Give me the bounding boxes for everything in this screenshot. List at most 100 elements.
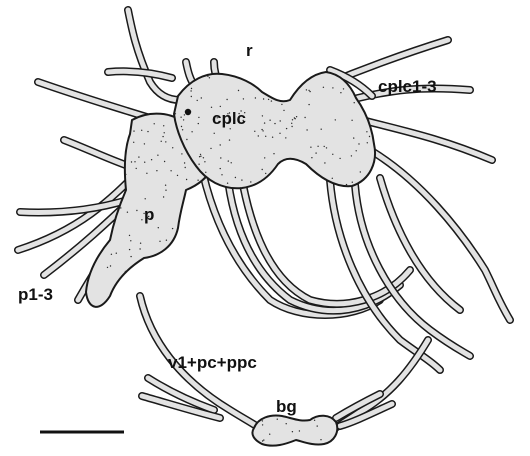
stipple-dot [294, 117, 295, 118]
stipple-dot [221, 174, 222, 175]
stipple-dot [261, 129, 262, 130]
stipple-dot [262, 440, 263, 441]
stipple-dot [262, 130, 263, 131]
stipple-dot [360, 171, 361, 172]
stipple-dot [198, 164, 199, 165]
stipple-dot [271, 100, 272, 101]
stipple-dot [154, 123, 155, 124]
stipple-dot [210, 148, 211, 149]
stipple-dot [159, 241, 160, 242]
stipple-dot [280, 120, 281, 121]
stipple-dot [168, 114, 169, 115]
stipple-dot [163, 125, 164, 126]
stipple-dot [269, 434, 270, 435]
stipple-dot [228, 160, 229, 161]
stipple-dot [156, 170, 157, 171]
stipple-dot [198, 123, 199, 124]
stipple-dot [366, 131, 367, 132]
stipple-dot [220, 144, 221, 145]
stipple-dot [263, 439, 264, 440]
stipple-dot [182, 129, 183, 130]
stipple-dot [351, 120, 352, 121]
stipple-dot [147, 131, 148, 132]
stipple-dot [107, 267, 108, 268]
stipple-dot [332, 154, 333, 155]
stipple-dot [158, 227, 159, 228]
stipple-dot [265, 173, 266, 174]
stipple-dot [145, 198, 146, 199]
stipple-dot [214, 133, 215, 134]
stipple-dot [144, 162, 145, 163]
stipple-dot [274, 99, 275, 100]
nerve-fibres [18, 10, 510, 430]
stipple-dot [146, 173, 147, 174]
stipple-dot [129, 235, 130, 236]
stipple-dot [190, 90, 191, 91]
stipple-dot [306, 89, 307, 90]
stipple-dot [264, 122, 265, 123]
stipple-dot [306, 129, 307, 130]
stipple-dot [292, 119, 293, 120]
stipple-dot [324, 146, 325, 147]
stipple-dot [184, 114, 185, 115]
stipple-dot [161, 141, 162, 142]
stipple-dot [227, 183, 228, 184]
buccal-ganglia [252, 416, 337, 446]
stipple-dot [356, 150, 357, 151]
stipple-dot [314, 420, 315, 421]
stipple-dot [291, 126, 292, 127]
stipple-dot [311, 157, 312, 158]
stipple-dot [281, 104, 282, 105]
stipple-dot [269, 120, 270, 121]
stipple-dot [265, 136, 266, 137]
stipple-dot [367, 142, 368, 143]
stipple-dot [200, 156, 201, 157]
stipple-dot [131, 161, 132, 162]
stipple-dot [231, 162, 232, 163]
stipple-dot [129, 249, 130, 250]
nerve-pedal-5-core [64, 140, 134, 168]
stipple-dot [186, 179, 187, 180]
stipple-dot [191, 96, 192, 97]
stipple-dot [130, 240, 131, 241]
stipple-dot [141, 130, 142, 131]
stipple-dot [277, 419, 278, 420]
stipple-dot [220, 168, 221, 169]
stipple-dot [296, 116, 297, 117]
stipple-dot [170, 170, 171, 171]
stipple-dot [324, 162, 325, 163]
stipple-dot [346, 184, 347, 185]
stipple-dot [272, 137, 273, 138]
label-bg: bg [276, 397, 297, 416]
stipple-dot [358, 143, 359, 144]
cerebropleural-ganglion [174, 72, 375, 188]
stipple-dot [120, 207, 121, 208]
stipple-dot [326, 147, 327, 148]
stipple-dot [207, 76, 208, 77]
stipple-dot [220, 157, 221, 158]
stipple-dot [183, 119, 184, 120]
stipple-dot [310, 147, 311, 148]
stipple-dot [201, 97, 202, 98]
stipple-dot [125, 271, 126, 272]
stipple-dot [111, 254, 112, 255]
stipple-dot [286, 423, 287, 424]
stipple-dot [262, 420, 263, 421]
stipple-dot [274, 123, 275, 124]
stipple-dot [197, 180, 198, 181]
eye-spot [185, 109, 191, 115]
stipple-dot [321, 129, 322, 130]
stipple-dot [200, 154, 201, 155]
stipple-dot [163, 196, 164, 197]
stipple-dot [258, 135, 259, 136]
stipple-dot [283, 110, 284, 111]
stipple-dot [205, 172, 206, 173]
stipple-dot [136, 168, 137, 169]
stipple-dot [164, 161, 165, 162]
stipple-dot [308, 104, 309, 105]
stipple-dot [197, 100, 198, 101]
stipple-dot [323, 87, 324, 88]
stipple-dot [279, 133, 280, 134]
stipple-dot [262, 169, 263, 170]
stipple-dot [191, 88, 192, 89]
